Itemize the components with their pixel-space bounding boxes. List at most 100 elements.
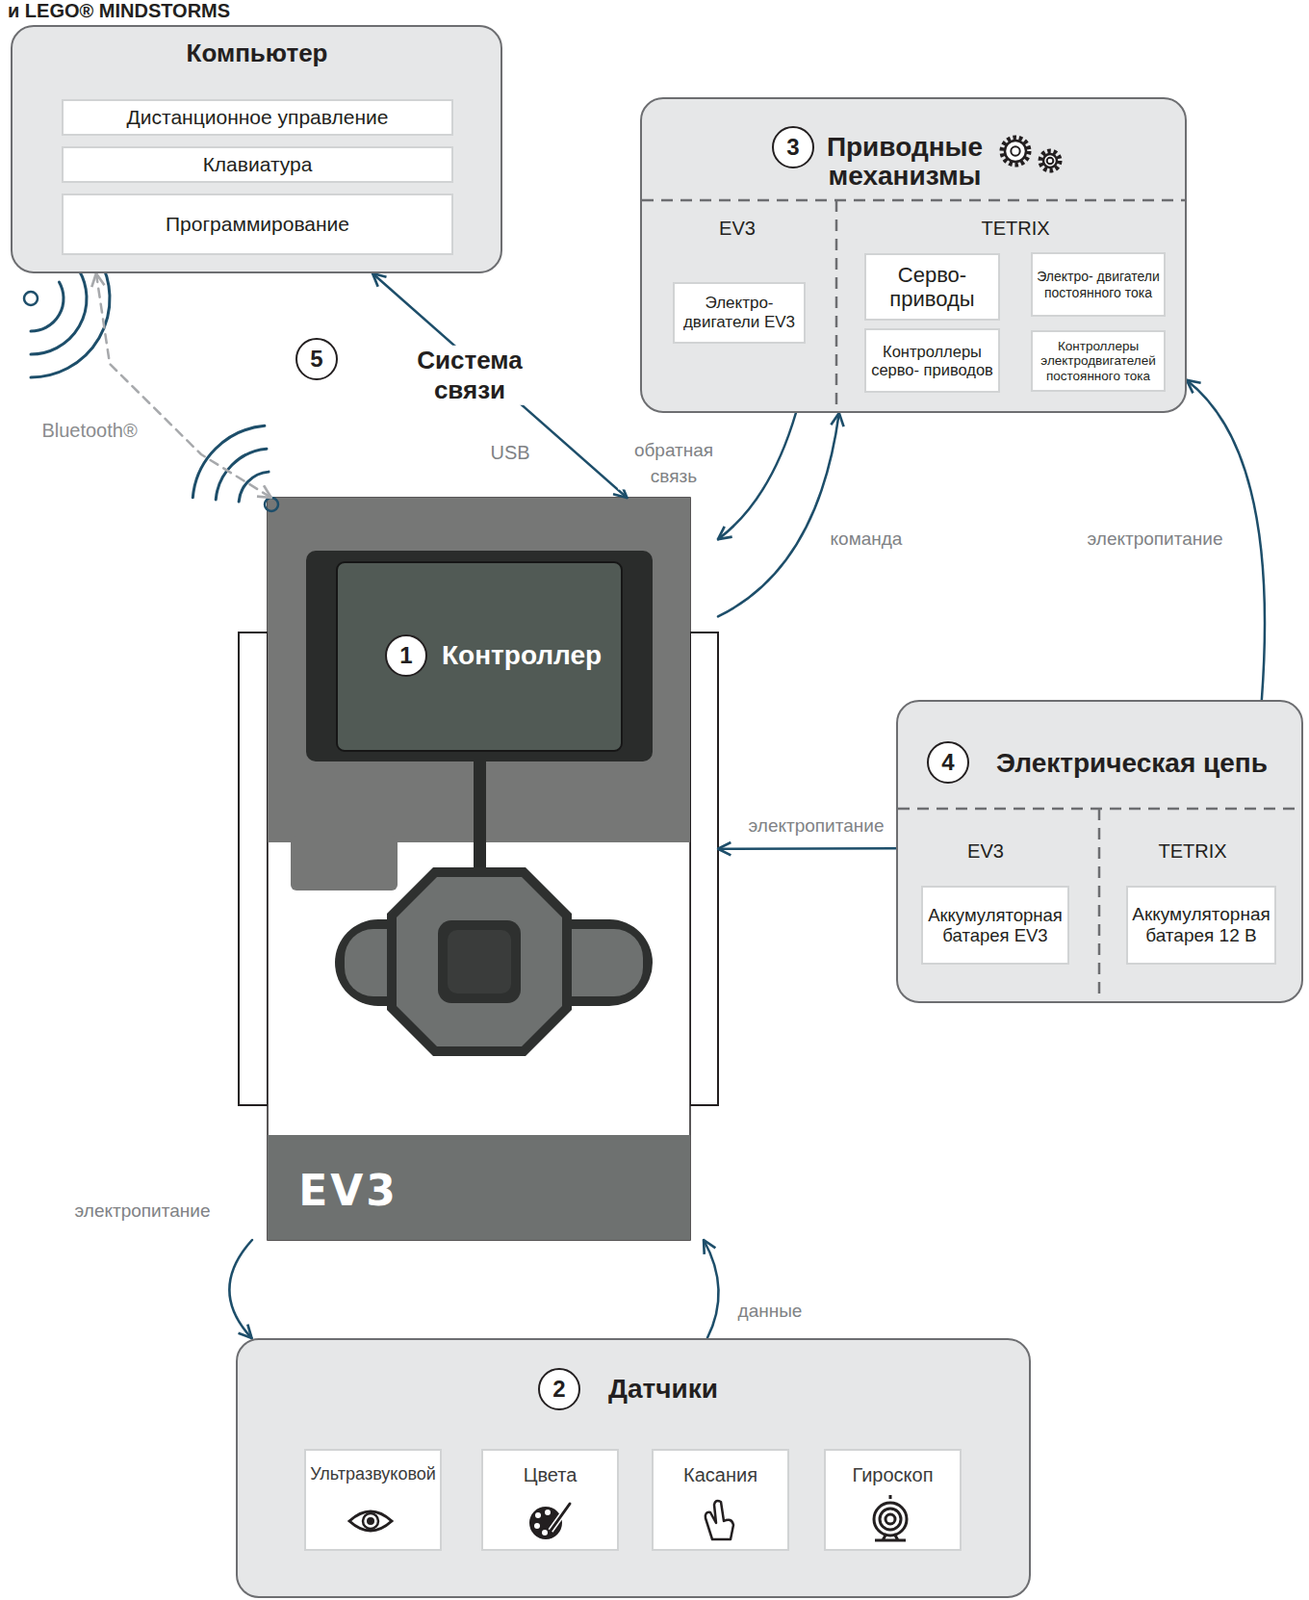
- link-name: USB: [489, 441, 530, 464]
- brick-body: [267, 497, 691, 1240]
- gyro-ring: [873, 1502, 907, 1536]
- box-heading: Электрическая цепь: [996, 747, 1268, 779]
- connector: [718, 412, 796, 539]
- callout-number: 1: [385, 634, 428, 677]
- box-heading: Приводные механизмы: [808, 132, 1001, 191]
- side-panel: [238, 632, 268, 1105]
- eye-pupil: [366, 1516, 375, 1525]
- component-box: Дистанционное управление: [61, 99, 454, 136]
- component-box: Контроллеры серво- приводов: [864, 328, 1001, 393]
- edge-label: обратная связь: [617, 437, 730, 489]
- component-box: Электро- двигатели EV3: [672, 282, 806, 344]
- brick-tab: [290, 835, 398, 891]
- box-text: Серво- приводы: [870, 262, 995, 312]
- palette-hole: [535, 1512, 541, 1518]
- column-header: TETRIX: [1157, 840, 1227, 863]
- box-text: Клавиатура: [203, 153, 313, 177]
- center-button: [437, 920, 521, 1003]
- controller-brick: Контроллер: [238, 497, 719, 1240]
- box-text: Электро- двигатели EV3: [678, 293, 800, 332]
- callout-number: 5: [295, 337, 338, 381]
- edge-label: данные: [735, 1300, 806, 1322]
- group-box: ДатчикиУльтразвуковой Цвета Касания Гироско…: [235, 1337, 1031, 1598]
- group-box: КомпьютерДистанционное управлениеКлавиат…: [10, 25, 503, 274]
- callout-number: 3: [771, 126, 815, 169]
- button-pad-inner: [396, 876, 563, 1047]
- component-box: Аккумуляторная батарея EV3: [921, 885, 1070, 965]
- eye-iris: [362, 1513, 379, 1529]
- eye-icon: [349, 1511, 392, 1531]
- sensor-box: Ультразвуковой: [304, 1448, 442, 1551]
- edge-label: электропитание: [745, 815, 888, 837]
- gyro-ring: [879, 1508, 901, 1530]
- connector: [718, 847, 897, 850]
- palette-hole: [544, 1509, 551, 1515]
- component-box: Контроллеры электродвигателей постоянног…: [1030, 330, 1166, 392]
- radio-wave: [30, 282, 64, 332]
- gyro-ring: [885, 1514, 896, 1524]
- column-header: EV3: [967, 840, 1004, 863]
- component-box: Программирование: [61, 193, 454, 256]
- group-box: Приводные механизмыЭлектро- двигатели EV…: [640, 97, 1187, 413]
- box-text: Контроллеры электродвигателей постоянног…: [1036, 338, 1160, 385]
- box-text: Ультразвуковой: [309, 1463, 437, 1485]
- connector: [718, 412, 840, 616]
- box-text: Цвета: [523, 1463, 578, 1487]
- gear-teeth: [1001, 137, 1029, 165]
- screen-bezel: [306, 550, 653, 762]
- box-text: Аккумуляторная батарея 12 В: [1131, 903, 1271, 947]
- gear-body: [1004, 140, 1027, 162]
- antenna-dot: [24, 291, 38, 306]
- box-text: Контроллеры серво- приводов: [870, 342, 995, 380]
- component-box: Электро- двигатели постоянного тока: [1030, 252, 1166, 317]
- brush-icon: [550, 1503, 570, 1531]
- gear-hub: [1010, 146, 1020, 155]
- screen: [336, 562, 622, 751]
- box-text: Программирование: [165, 212, 350, 236]
- button-pad: [386, 867, 572, 1056]
- radio-wave: [30, 258, 110, 378]
- box-heading: Компьютер: [186, 39, 329, 69]
- box-text: Электро- двигатели постоянного тока: [1036, 268, 1160, 300]
- edge-label: команда: [827, 528, 906, 550]
- gear-teeth: [1040, 151, 1060, 171]
- gyro-stand: [874, 1494, 906, 1540]
- component-box: Аккумуляторная батарея 12 В: [1126, 885, 1277, 965]
- brick-logo: EV3: [298, 1165, 399, 1215]
- box-text: Касания: [683, 1463, 758, 1487]
- connector: [229, 1239, 253, 1338]
- connector: [372, 273, 627, 498]
- wireless-link: [96, 273, 272, 498]
- column-header: EV3: [718, 217, 756, 240]
- edge-label: Bluetooth®: [38, 419, 140, 442]
- brush-outline: [550, 1503, 570, 1531]
- dashed-divider: [1098, 808, 1102, 1001]
- center-button-face: [447, 929, 512, 994]
- connector: [703, 1239, 719, 1338]
- page-title: и LEGO® MINDSTORMS: [7, 0, 231, 22]
- dashed-divider: [641, 199, 1185, 203]
- box-text: Дистанционное управление: [127, 105, 389, 129]
- callout-number: 4: [926, 741, 970, 784]
- column-header: TETRIX: [980, 217, 1050, 240]
- edge-label: электропитание: [72, 1200, 214, 1222]
- box-text: Аккумуляторная батарея EV3: [926, 904, 1064, 947]
- touch-icon: [705, 1500, 734, 1540]
- box-text: Гироскоп: [851, 1463, 933, 1487]
- box-heading: Датчики: [608, 1373, 719, 1405]
- palette-hole: [534, 1522, 540, 1529]
- brick-band: [267, 1134, 691, 1240]
- component-box: Клавиатура: [61, 146, 454, 183]
- side-buttons: [334, 919, 653, 1006]
- dashed-divider: [835, 200, 839, 411]
- gear-body: [1043, 154, 1057, 168]
- screen-stem: [473, 760, 487, 869]
- component-box: Серво- приводы: [864, 253, 1001, 321]
- antenna-dot: [264, 497, 279, 512]
- callout-number: 2: [538, 1367, 581, 1411]
- palette-hole: [541, 1529, 548, 1536]
